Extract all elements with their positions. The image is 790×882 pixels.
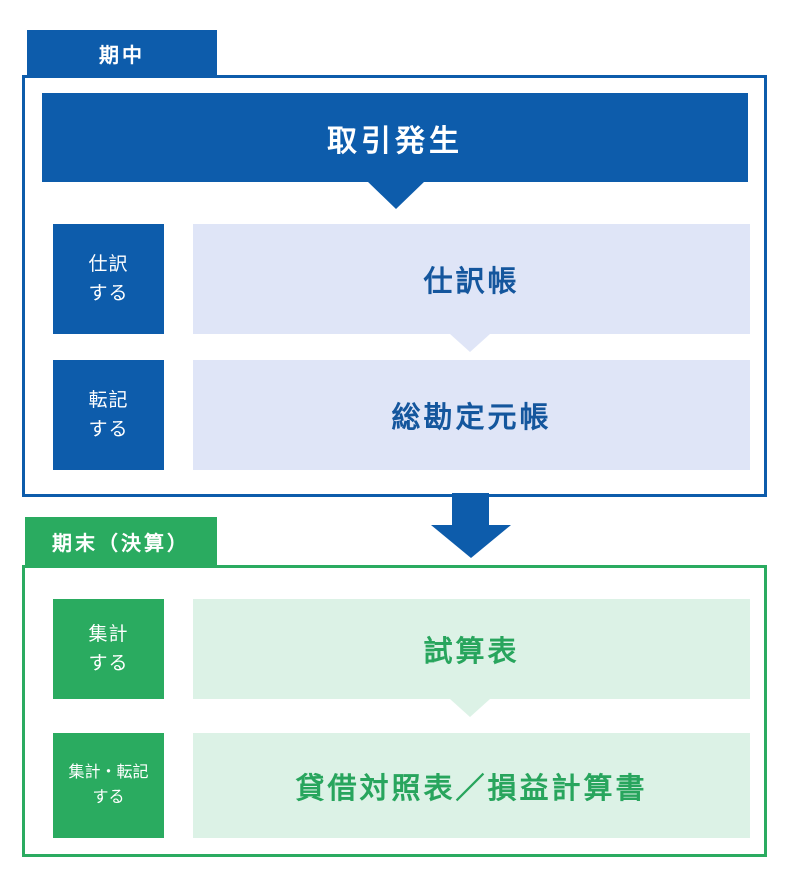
journal-label: 仕訳帳 bbox=[423, 266, 520, 298]
action-line: 集計・転記 bbox=[68, 763, 149, 781]
financial-statements-box: 貸借対照表／損益計算書 bbox=[193, 733, 750, 838]
trial-balance-box: 試算表 bbox=[193, 599, 750, 699]
action-label-post: 転記 する bbox=[53, 360, 164, 470]
action-line: する bbox=[88, 283, 129, 304]
flow-down-arrow-icon bbox=[450, 334, 490, 352]
transaction-occurs-banner: 取引発生 bbox=[42, 93, 748, 182]
trial-balance-label: 試算表 bbox=[423, 636, 520, 668]
section-transition-arrow-shaft bbox=[452, 493, 489, 526]
term-end-tab: 期末（決算） bbox=[25, 517, 217, 565]
action-line: する bbox=[92, 788, 125, 806]
action-line: 転記 bbox=[88, 389, 129, 411]
general-ledger-label: 総勘定元帳 bbox=[391, 402, 552, 434]
action-label-journalize: 仕訳 する bbox=[53, 224, 164, 334]
section-transition-arrow-icon bbox=[431, 525, 511, 558]
financial-statements-label: 貸借対照表／損益計算書 bbox=[295, 772, 648, 805]
general-ledger-box: 総勘定元帳 bbox=[193, 360, 750, 470]
midterm-tab: 期中 bbox=[27, 30, 217, 77]
action-line: 仕訳 bbox=[88, 253, 129, 275]
action-line: する bbox=[88, 419, 129, 440]
journal-box: 仕訳帳 bbox=[193, 224, 750, 334]
action-label-aggregate: 集計 する bbox=[53, 599, 164, 699]
action-line: する bbox=[88, 653, 129, 674]
transaction-occurs-label: 取引発生 bbox=[327, 124, 463, 158]
flow-down-arrow-icon bbox=[450, 699, 490, 717]
action-label-aggregate-post: 集計・転記 する bbox=[53, 733, 164, 838]
action-line: 集計 bbox=[88, 623, 129, 645]
banner-down-arrow-icon bbox=[367, 181, 425, 209]
